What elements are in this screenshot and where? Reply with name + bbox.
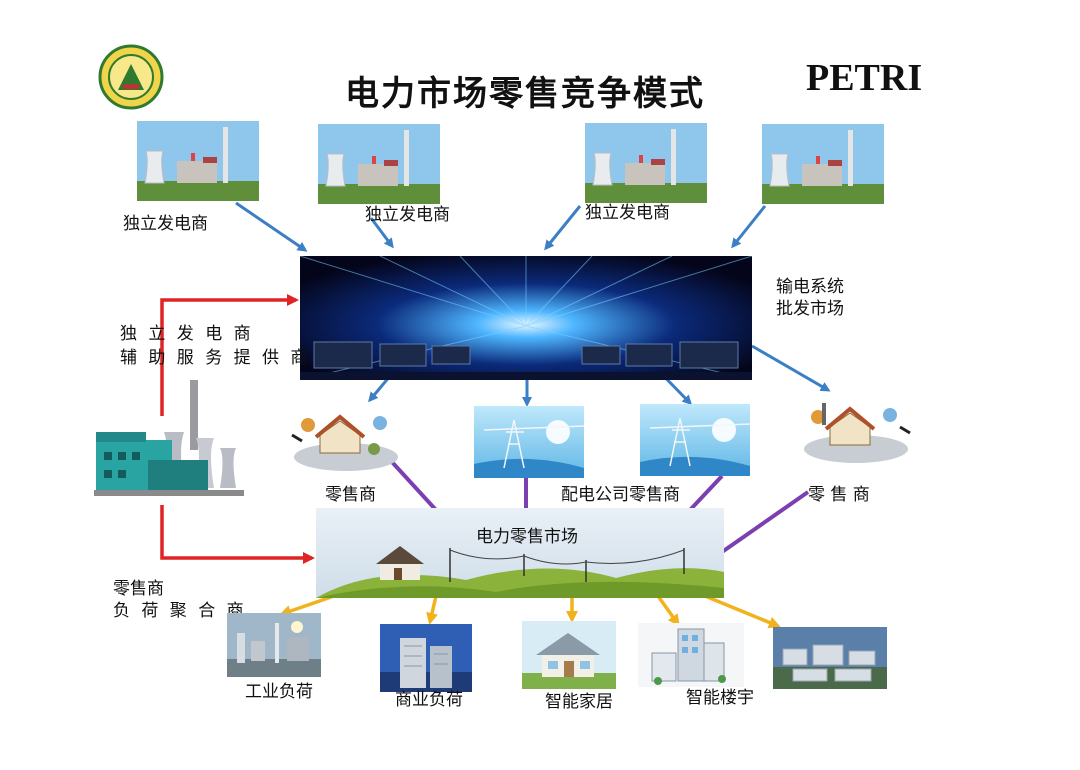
provider-label-line2: 辅 助 服 务 提 供 商 (120, 346, 310, 370)
generator-arrows (236, 203, 765, 250)
university-logo (98, 44, 164, 110)
page-title: 电力市场零售竞争模式 (345, 66, 705, 115)
provider-label-line1: 独 立 发 电 商 (120, 322, 254, 346)
factory-image (92, 378, 248, 500)
power-plant-image (585, 123, 707, 203)
retailer-label-right: 零 售 商 (808, 483, 870, 507)
distribution-tower-image (474, 406, 584, 478)
smart-building-image (638, 623, 744, 687)
load-label-smart-building: 智能楼宇 (686, 686, 754, 710)
industrial-load-image (227, 613, 321, 677)
wholesale-market-image (300, 256, 752, 380)
commercial-load-image (380, 624, 472, 692)
distribution-tower-image (640, 404, 750, 476)
retailer-label-left: 零售商 (325, 483, 376, 507)
power-plant-image (762, 124, 884, 204)
aggregator-label-line1: 零售商 (113, 577, 164, 601)
retailer-image (800, 397, 912, 465)
wholesale-label-line1: 输电系统 (776, 275, 844, 299)
retail-market-label: 电力零售市场 (476, 522, 578, 547)
industrial-park-image (773, 627, 887, 689)
power-plant-image (137, 121, 259, 201)
retailer-image (290, 405, 402, 473)
generator-label: 独立发电商 (365, 203, 450, 227)
generator-label: 独立发电商 (123, 212, 208, 236)
smart-home-image (522, 621, 616, 689)
load-label-commercial: 商业负荷 (395, 688, 463, 712)
power-plant-image (318, 124, 440, 204)
load-label-industrial: 工业负荷 (245, 680, 313, 704)
wholesale-label-line2: 批发市场 (776, 297, 844, 321)
brand-text: PETRI (806, 56, 922, 100)
generator-label: 独立发电商 (585, 201, 670, 225)
load-label-smart-home: 智能家居 (545, 690, 613, 714)
retailer-label-middle: 配电公司零售商 (561, 483, 680, 507)
